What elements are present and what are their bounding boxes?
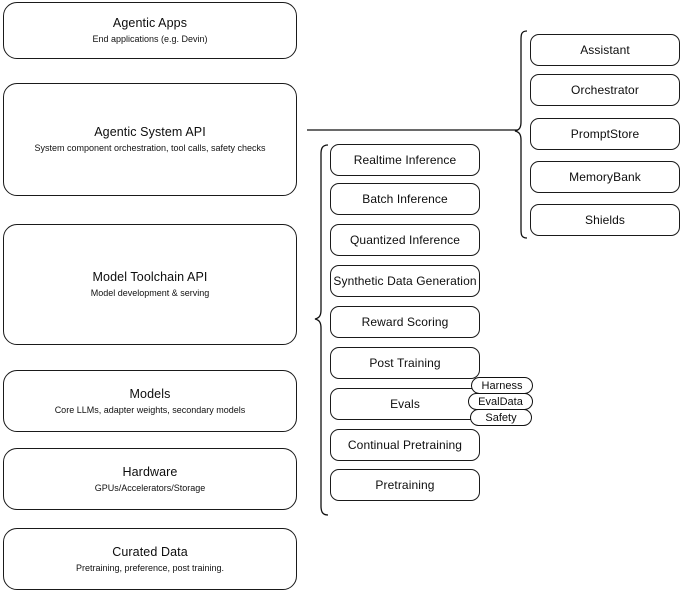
eval-badge-label: Harness [481,379,523,392]
component-label: PromptStore [570,127,640,141]
capability-label: Continual Pretraining [347,438,463,452]
capability-label: Reward Scoring [361,315,449,329]
capability-quantized-inference[interactable]: Quantized Inference [330,224,480,256]
layer-title: Hardware [122,464,178,479]
capability-label: Post Training [369,356,441,370]
capability-synthetic-data-generation[interactable]: Synthetic Data Generation [330,265,480,297]
layer-title: Curated Data [112,544,188,559]
capability-label: Evals [390,397,420,411]
eval-badge-evaldata[interactable]: EvalData [468,393,533,410]
layer-subtitle: Pretraining, preference, post training. [75,562,225,573]
capability-continual-pretraining[interactable]: Continual Pretraining [330,429,480,461]
eval-badge-harness[interactable]: Harness [471,377,533,394]
component-label: MemoryBank [569,170,641,184]
layer-title: Model Toolchain API [92,270,208,284]
capability-evals[interactable]: Evals [330,388,480,420]
component-label: Shields [584,213,626,227]
layer-models[interactable]: Models Core LLMs, adapter weights, secon… [3,370,297,432]
component-label: Assistant [580,43,630,57]
capability-label: Realtime Inference [353,153,457,167]
eval-badge-label: Safety [485,411,517,424]
layer-subtitle: GPUs/Accelerators/Storage [94,482,206,493]
capability-reward-scoring[interactable]: Reward Scoring [330,306,480,338]
eval-badge-safety[interactable]: Safety [470,409,532,426]
component-promptstore[interactable]: PromptStore [530,118,680,150]
capability-label: Quantized Inference [350,233,460,247]
capability-batch-inference[interactable]: Batch Inference [330,183,480,215]
layer-title: Agentic Apps [112,16,188,30]
layer-agentic-apps[interactable]: Agentic Apps End applications (e.g. Devi… [3,2,297,59]
layer-subtitle: End applications (e.g. Devin) [92,34,208,44]
layer-title: Models [129,386,171,401]
layer-subtitle: System component orchestration, tool cal… [34,143,266,153]
capability-pretraining[interactable]: Pretraining [330,469,480,501]
layer-curated-data[interactable]: Curated Data Pretraining, preference, po… [3,528,297,590]
capability-realtime-inference[interactable]: Realtime Inference [330,144,480,176]
component-assistant[interactable]: Assistant [530,34,680,66]
layer-hardware[interactable]: Hardware GPUs/Accelerators/Storage [3,448,297,510]
component-memorybank[interactable]: MemoryBank [530,161,680,193]
eval-badge-label: EvalData [478,395,523,408]
layer-title: Agentic System API [94,125,206,139]
capability-label: Synthetic Data Generation [333,274,477,288]
layer-subtitle: Core LLMs, adapter weights, secondary mo… [54,404,246,415]
layer-model-toolchain-api[interactable]: Model Toolchain API Model development & … [3,224,297,345]
capability-label: Batch Inference [362,192,448,206]
capability-label: Pretraining [375,478,435,492]
middle-curly-brace [314,144,329,516]
component-shields[interactable]: Shields [530,204,680,236]
right-curly-brace [514,30,528,239]
component-orchestrator[interactable]: Orchestrator [530,74,680,106]
layer-subtitle: Model development & serving [90,288,210,298]
layer-agentic-system-api[interactable]: Agentic System API System component orch… [3,83,297,196]
component-label: Orchestrator [571,83,639,97]
capability-post-training[interactable]: Post Training [330,347,480,379]
